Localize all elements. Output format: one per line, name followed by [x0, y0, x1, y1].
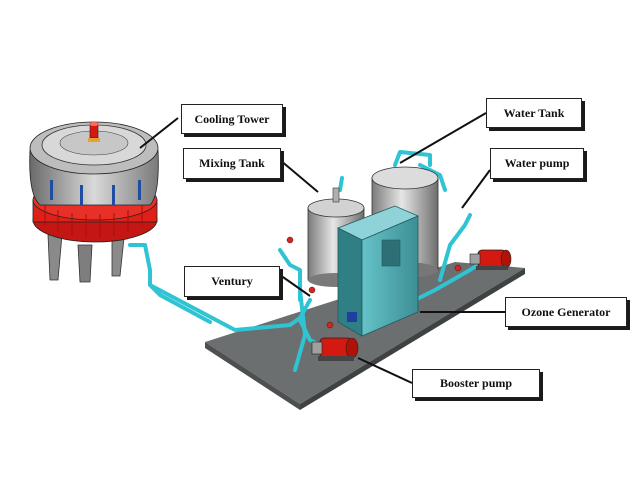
water-pump — [469, 249, 512, 270]
cooling-tower — [29, 121, 159, 283]
callout-leader-lines — [139, 112, 505, 384]
valves — [286, 236, 462, 329]
label-mixing-tank: Mixing Tank — [183, 148, 281, 179]
label-ozone-generator: Ozone Generator — [505, 297, 627, 327]
label-ventury: Ventury — [184, 266, 280, 297]
booster-pump — [311, 337, 359, 361]
label-booster-pump: Booster pump — [412, 369, 540, 398]
label-water-tank: Water Tank — [486, 98, 582, 128]
ozone-generator — [337, 205, 420, 337]
label-water-pump: Water pump — [490, 148, 584, 179]
label-cooling-tower: Cooling Tower — [181, 104, 283, 134]
